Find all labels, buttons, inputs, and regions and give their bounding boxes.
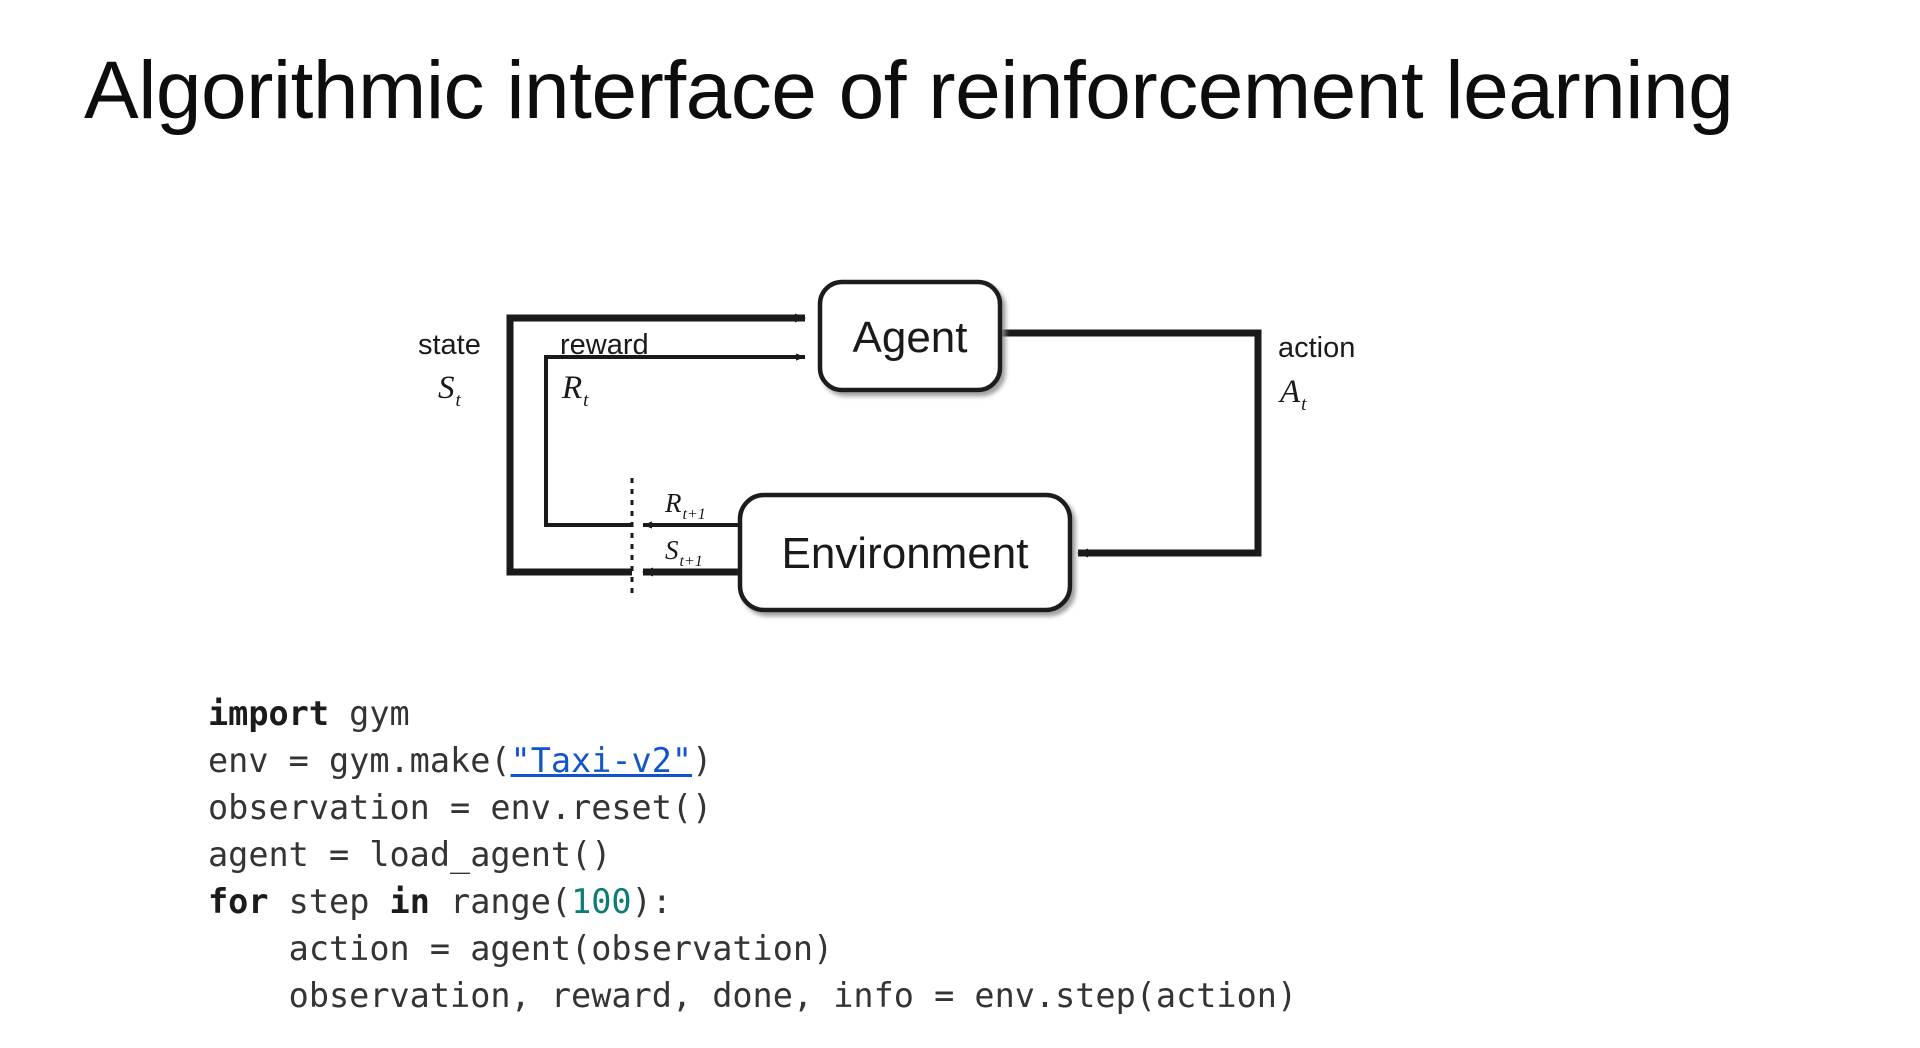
code-text: env = gym.make(	[208, 741, 511, 780]
action-label-word: action	[1278, 332, 1355, 364]
code-line: action = agent(observation)	[208, 925, 1297, 972]
code-env-id-link[interactable]: "Taxi-v2"	[510, 741, 693, 780]
action-label-symbol: At	[1278, 374, 1307, 415]
environment-box-label: Environment	[781, 529, 1028, 578]
code-text: gym	[329, 694, 410, 733]
code-text: step	[268, 882, 390, 921]
code-line: observation, reward, done, info = env.st…	[208, 972, 1297, 1019]
code-number-literal: 100	[571, 882, 632, 921]
state-label-group: state St	[418, 329, 481, 411]
rl-agent-environment-diagram: Agent Environment state St reward Rt act…	[400, 210, 1420, 630]
action-path	[1000, 329, 1262, 558]
page-title: Algorithmic interface of reinforcement l…	[84, 45, 1734, 136]
code-line: import gym	[208, 690, 1297, 737]
code-line: env = gym.make("Taxi-v2")	[208, 737, 1297, 784]
code-keyword: for	[208, 882, 269, 921]
code-line: observation = env.reset()	[208, 784, 1297, 831]
code-text: action = agent(observation)	[208, 929, 834, 968]
reward-next-label: Rt+1	[664, 488, 706, 523]
code-text: )	[692, 741, 713, 780]
code-text: ):	[631, 882, 672, 921]
code-text: agent = load_agent()	[208, 835, 612, 874]
code-line: for step in range(100):	[208, 878, 1297, 925]
state-next-label: St+1	[665, 535, 703, 570]
environment-box: Environment	[737, 492, 1073, 613]
code-line: agent = load_agent()	[208, 831, 1297, 878]
code-text: observation = env.reset()	[208, 788, 713, 827]
agent-box-label: Agent	[853, 313, 968, 362]
state-label-symbol: St	[438, 370, 462, 411]
code-keyword: in	[389, 882, 430, 921]
reward-label-word: reward	[560, 329, 649, 361]
state-feedback-path	[506, 313, 806, 576]
agent-box: Agent	[817, 279, 1003, 393]
code-text: observation, reward, done, info = env.st…	[208, 976, 1298, 1015]
reward-feedback-path	[544, 353, 805, 527]
state-label-word: state	[418, 329, 481, 361]
code-text: range(	[429, 882, 572, 921]
code-keyword: import	[208, 694, 330, 733]
reward-label-symbol: Rt	[561, 370, 589, 411]
action-label-group: action At	[1278, 332, 1355, 415]
reward-label-group: reward Rt	[560, 329, 649, 411]
